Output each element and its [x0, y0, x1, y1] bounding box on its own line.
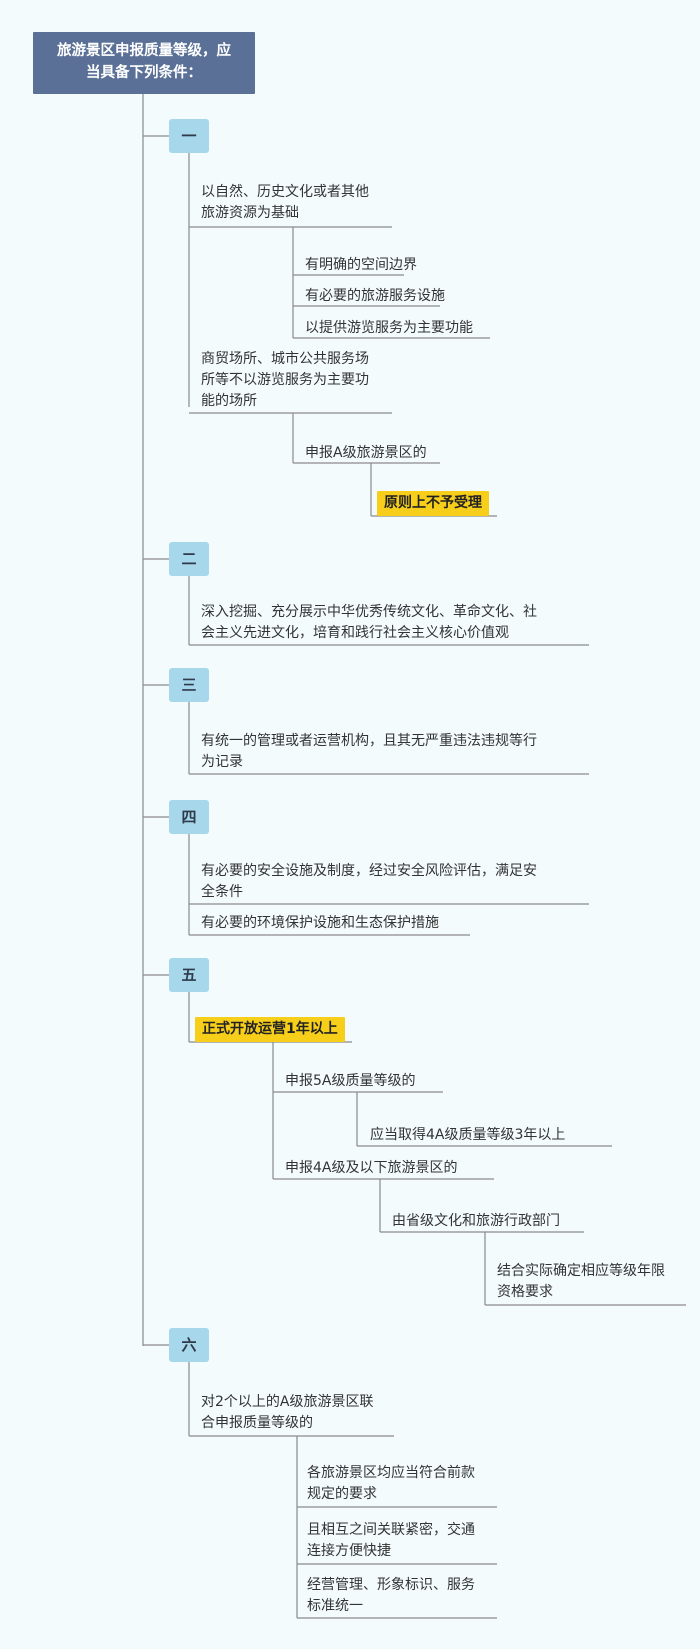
s4-a-line-2: 全条件: [201, 884, 243, 900]
s6-child-1-line-2: 规定的要求: [307, 1486, 377, 1502]
s6-child-1-line-1: 各旅游景区均应当符合前款: [307, 1465, 475, 1481]
s1-b-grandchild-highlight: 原则上不予受理: [377, 491, 489, 516]
section-4-node: 四: [169, 800, 209, 834]
root-node: 旅游景区申报质量等级，应 当具备下列条件：: [33, 32, 255, 94]
s5-c2-grandchild-line-2: 资格要求: [497, 1284, 553, 1300]
s6-child-2-line-2: 连接方便快捷: [307, 1543, 391, 1559]
s1-b-line-3: 能的场所: [201, 393, 257, 409]
s4-b: 有必要的环境保护设施和生态保护措施: [201, 915, 439, 931]
s5-c2-grandchild-line-1: 结合实际确定相应等级年限: [497, 1263, 665, 1279]
s3-line-2: 为记录: [201, 754, 243, 770]
s1-a-child-2: 有必要的旅游服务设施: [305, 288, 445, 304]
s6-main-line-1: 对2个以上的A级旅游景区联: [201, 1394, 374, 1410]
section-3-node: 三: [169, 668, 209, 702]
root-line-2: 当具备下列条件：: [86, 65, 202, 81]
s2-line-1: 深入挖掘、充分展示中华优秀传统文化、革命文化、社: [201, 604, 537, 620]
s5-c1-child: 应当取得4A级质量等级3年以上: [370, 1127, 566, 1143]
s1-a-line-2: 旅游资源为基础: [201, 205, 299, 221]
s1-b-line-1: 商贸场所、城市公共服务场: [201, 351, 369, 367]
s6-child-2-line-1: 且相互之间关联紧密，交通: [307, 1522, 475, 1538]
section-6-node: 六: [169, 1328, 209, 1362]
s3-line-1: 有统一的管理或者运营机构，且其无严重违法违规等行: [201, 733, 537, 749]
root-line-1: 旅游景区申报质量等级，应: [57, 43, 231, 59]
s1-b-line-2: 所等不以游览服务为主要功: [201, 372, 369, 388]
s6-main-line-2: 合申报质量等级的: [201, 1415, 313, 1431]
s1-a-child-1: 有明确的空间边界: [305, 257, 417, 273]
s1-a-child-3: 以提供游览服务为主要功能: [305, 320, 473, 336]
s1-a-line-1: 以自然、历史文化或者其他: [201, 184, 369, 200]
s5-main-highlight: 正式开放运营1年以上: [195, 1017, 345, 1042]
s5-c1: 申报5A级质量等级的: [285, 1073, 416, 1089]
s2-line-2: 会主义先进文化，培育和践行社会主义核心价值观: [201, 625, 509, 641]
section-1-node: 一: [169, 119, 209, 153]
section-5-node: 五: [169, 958, 209, 992]
s5-c2-child: 由省级文化和旅游行政部门: [392, 1213, 560, 1229]
section-2-node: 二: [169, 542, 209, 576]
s4-a-line-1: 有必要的安全设施及制度，经过安全风险评估，满足安: [201, 863, 537, 879]
s5-c2: 申报4A级及以下旅游景区的: [285, 1160, 458, 1176]
s1-b-child: 申报A级旅游景区的: [305, 445, 427, 461]
s6-child-3-line-2: 标准统一: [307, 1598, 363, 1614]
s6-child-3-line-1: 经营管理、形象标识、服务: [307, 1577, 475, 1593]
